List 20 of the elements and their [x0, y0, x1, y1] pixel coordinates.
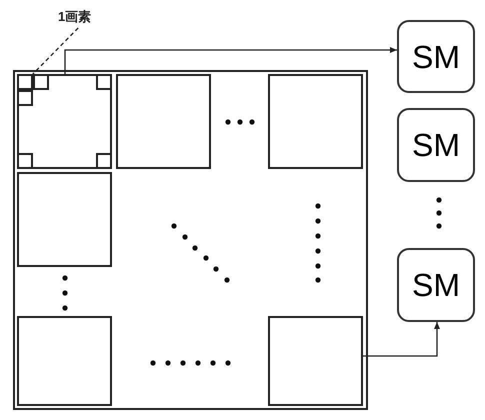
- pixel-square: [17, 90, 33, 106]
- tile-box: [268, 74, 363, 169]
- sm-box: SM: [397, 20, 475, 93]
- arrow: [64, 47, 397, 74]
- pixel-square: [96, 153, 112, 169]
- tile-box: [116, 74, 211, 169]
- leader-line: [32, 28, 79, 74]
- tile-box: [268, 316, 363, 406]
- frame-box: [13, 70, 368, 410]
- pixel-square: [17, 74, 33, 90]
- tile-box: [17, 74, 112, 169]
- arrow: [363, 322, 440, 357]
- tile-box: [17, 316, 112, 406]
- tile-box: [17, 172, 112, 267]
- pixel-square: [96, 74, 112, 90]
- pixel-square: [33, 74, 49, 90]
- pixel-square: [17, 153, 33, 169]
- sm-box: SM: [397, 108, 475, 182]
- sm-box: SM: [397, 248, 475, 322]
- pixel-label: 1画素: [58, 6, 120, 28]
